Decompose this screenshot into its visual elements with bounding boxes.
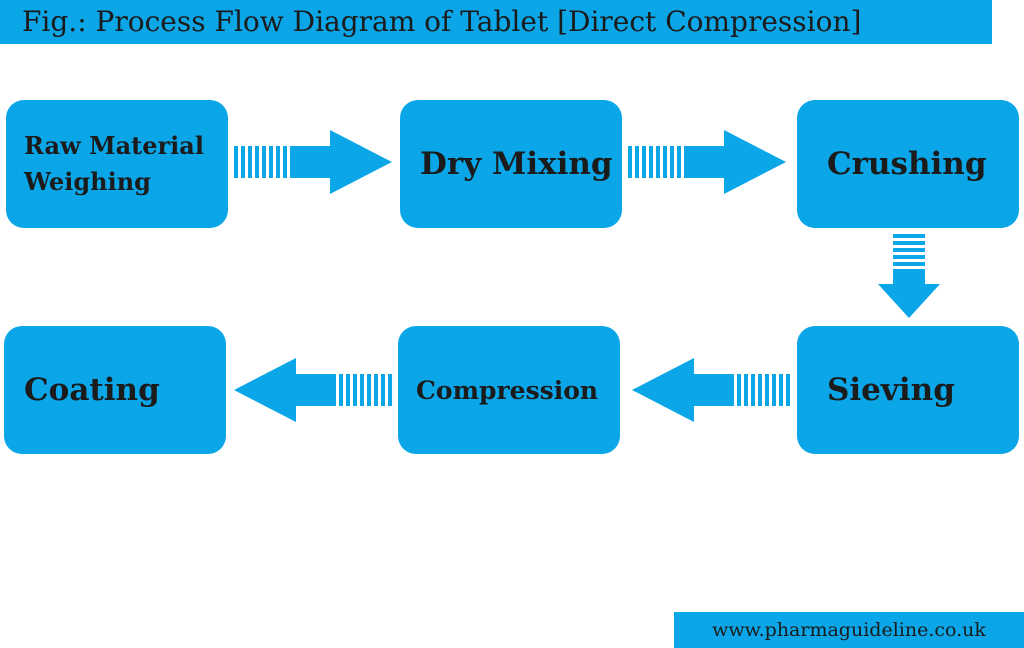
step-label: Raw Material Weighing: [24, 131, 204, 196]
figure-title: Fig.: Process Flow Diagram of Tablet [Di…: [0, 0, 992, 44]
step-label: Crushing: [827, 146, 987, 182]
step-dry-mixing: Dry Mixing: [400, 100, 622, 228]
arrow-right-icon: [628, 130, 786, 194]
step-sieving: Sieving: [797, 326, 1019, 454]
step-label: Dry Mixing: [420, 146, 613, 182]
step-raw-material-weighing: Raw Material Weighing: [6, 100, 228, 228]
step-compression: Compression: [398, 326, 620, 454]
arrow-left-icon: [234, 358, 392, 422]
step-label: Sieving: [827, 372, 955, 408]
arrow-right-icon: [234, 130, 392, 194]
arrow-left-icon: [632, 358, 790, 422]
step-coating: Coating: [4, 326, 226, 454]
step-label: Coating: [24, 372, 160, 408]
step-crushing: Crushing: [797, 100, 1019, 228]
arrow-down-icon: [878, 234, 940, 318]
step-label: Compression: [416, 375, 599, 405]
source-url: www.pharmaguideline.co.uk: [674, 612, 1024, 648]
